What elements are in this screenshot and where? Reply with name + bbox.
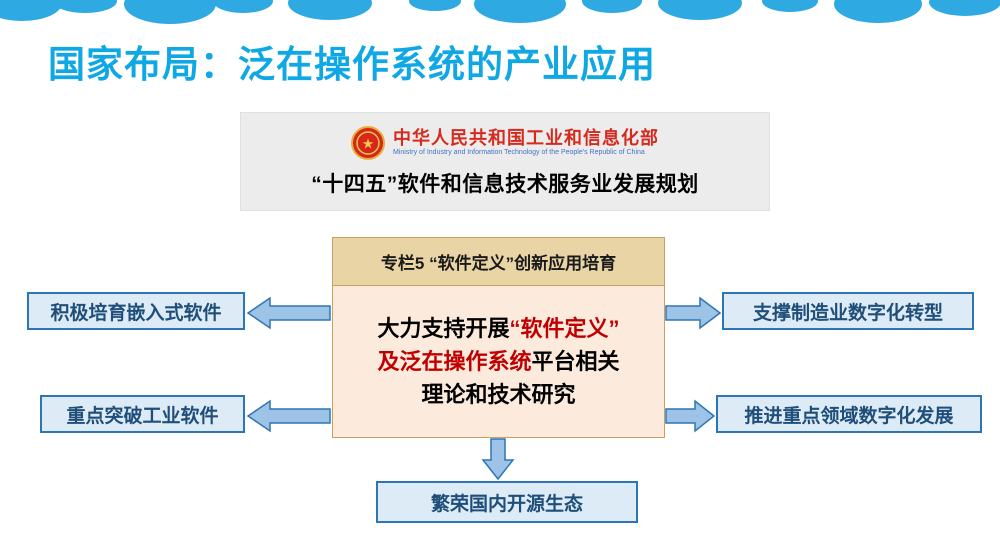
ministry-name: 中华人民共和国工业和信息化部 bbox=[393, 128, 659, 149]
page-title: 国家布局：泛在操作系统的产业应用 bbox=[48, 44, 656, 85]
policy-column-box: 专栏5 “软件定义”创新应用培育 大力支持开展“软件定义” 及泛在操作系统平台相… bbox=[332, 237, 665, 438]
arrow-down-icon bbox=[481, 438, 515, 480]
ministry-logo-row: ★ 中华人民共和国工业和信息化部 Ministry of Industry an… bbox=[351, 125, 659, 160]
arrow-left-icon bbox=[247, 399, 331, 433]
national-emblem-icon: ★ bbox=[351, 125, 385, 160]
flow-box-open-source-ecosystem: 繁荣国内开源生态 bbox=[376, 481, 638, 523]
arrow-right-icon bbox=[665, 296, 721, 330]
cloud-band-icon bbox=[0, 0, 1000, 24]
policy-text-segment-red: 及泛在操作系统 bbox=[377, 349, 532, 374]
plan-title: “十四五”软件和信息技术服务业发展规划 bbox=[311, 172, 699, 196]
policy-column-body: 大力支持开展“软件定义” 及泛在操作系统平台相关 理论和技术研究 bbox=[333, 286, 664, 437]
flow-box-industrial-software: 重点突破工业软件 bbox=[40, 395, 245, 433]
policy-text-segment: 大力支持开展 bbox=[377, 316, 510, 341]
policy-text-segment: 理论和技术研究 bbox=[421, 382, 576, 407]
ministry-name-en: Ministry of Industry and Information Tec… bbox=[393, 148, 645, 156]
svg-text:★: ★ bbox=[362, 135, 375, 151]
flow-box-embedded-software: 积极培育嵌入式软件 bbox=[27, 292, 245, 330]
flow-box-key-domain-digital: 推进重点领域数字化发展 bbox=[716, 395, 982, 433]
policy-text-segment: 平台相关 bbox=[531, 349, 620, 374]
ministry-text-column: 中华人民共和国工业和信息化部 Ministry of Industry and … bbox=[393, 128, 659, 157]
policy-text-segment-red: “软件定义” bbox=[509, 316, 620, 341]
arrow-left-icon bbox=[247, 296, 331, 330]
flow-box-manufacturing-digital: 支撑制造业数字化转型 bbox=[722, 292, 974, 330]
policy-column-header: 专栏5 “软件定义”创新应用培育 bbox=[333, 238, 664, 286]
ministry-panel: ★ 中华人民共和国工业和信息化部 Ministry of Industry an… bbox=[240, 112, 770, 211]
arrow-right-icon bbox=[665, 399, 715, 433]
